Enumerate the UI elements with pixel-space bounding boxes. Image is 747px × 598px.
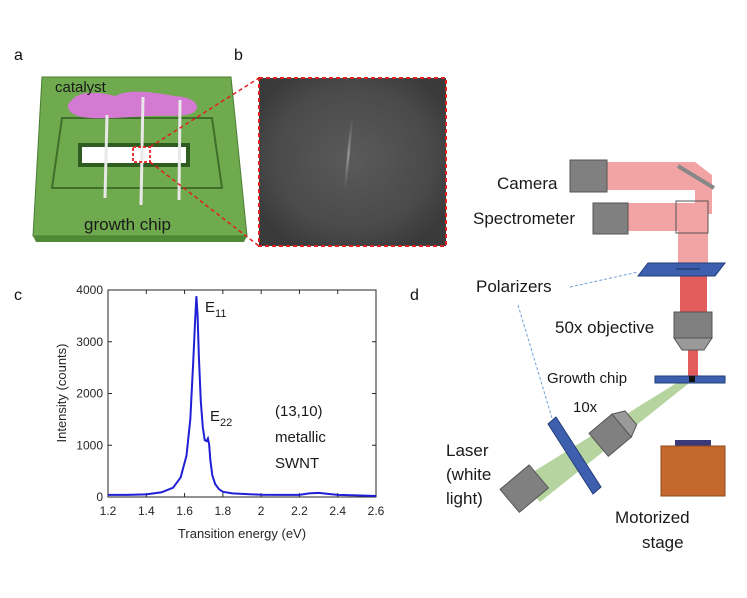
x-tick-label: 1.6 (176, 504, 193, 518)
panel-b-label: b (234, 47, 243, 64)
pointer-polarizer-top (569, 271, 639, 288)
y-axis-title: Intensity (counts) (54, 344, 69, 443)
stage-label-line1: Motorized (615, 508, 690, 527)
laser-label-line1: Laser (446, 441, 489, 460)
peak-label-e22: E22 (210, 408, 232, 429)
pointer-polarizer-bottom (517, 304, 553, 419)
catalyst-label: catalyst (55, 79, 107, 96)
polarizer-bottom (547, 416, 602, 495)
y-tick-label: 2000 (76, 387, 103, 401)
y-tick-label: 3000 (76, 335, 103, 349)
camera-body (569, 159, 608, 193)
lens-10x (588, 410, 638, 458)
camera-label: Camera (497, 174, 558, 193)
x-tick-label: 2.2 (291, 504, 308, 518)
y-tick-labels: 0 1000 2000 3000 4000 (76, 283, 103, 504)
stage-label-line2: stage (642, 533, 684, 552)
x-tick-label: 2.4 (329, 504, 346, 518)
zoom-frame (258, 77, 447, 247)
chip-side (33, 236, 247, 242)
spectrum-line (108, 296, 377, 497)
panel-a: a catalyst growth chip (14, 47, 248, 242)
x-tick-label: 1.2 (100, 504, 117, 518)
fold-mirror (676, 164, 716, 190)
nanotube (139, 96, 145, 206)
objective-tip (673, 337, 713, 351)
laser-source (499, 464, 550, 514)
laser-label-line2: (white (446, 465, 491, 484)
zoom-line-top (149, 77, 260, 148)
nanotube (177, 99, 182, 201)
y-tick-label: 1000 (76, 438, 103, 452)
panel-c-chart: c 1.2 1.4 1.6 1.8 2 2.2 2.4 2.6 0 1000 2000 3000 40… (14, 283, 385, 541)
x-tick-label: 2.6 (368, 504, 385, 518)
polarizers-label: Polarizers (476, 277, 552, 296)
vertical-beam (678, 203, 708, 271)
objective-label: 50x objective (555, 318, 654, 337)
lens-10x-label: 10x (573, 399, 598, 416)
focused-beam (688, 340, 698, 376)
objective-body (673, 311, 713, 339)
stage-body (660, 445, 726, 497)
panel-d: d Camera Spectrometer Polarizers 50x obj… (410, 159, 727, 552)
axis-ticks (107, 289, 377, 498)
spectrometer-label: Spectrometer (473, 209, 575, 228)
catalyst-region (67, 91, 198, 119)
swnt-label: SWNT (275, 455, 319, 472)
laser-label-line3: light) (446, 489, 483, 508)
x-tick-label: 2 (258, 504, 265, 518)
chirality-label: (13,10) (275, 403, 323, 420)
x-tick-label: 1.4 (138, 504, 155, 518)
darkfield-image (259, 78, 446, 246)
x-axis-title: Transition energy (eV) (178, 526, 306, 541)
spectrometer-body (592, 202, 629, 235)
zoom-line-bottom (149, 161, 260, 247)
nanotube-scattering (343, 117, 354, 191)
y-tick-label: 0 (96, 490, 103, 504)
x-tick-labels: 1.2 1.4 1.6 1.8 2 2.2 2.4 2.6 (100, 504, 385, 518)
stage-top (675, 440, 711, 447)
x-tick-label: 1.8 (215, 504, 232, 518)
panel-d-label: d (410, 287, 419, 304)
metallic-label: metallic (275, 429, 326, 446)
sample-spot (689, 376, 695, 382)
plot-frame (107, 289, 377, 498)
nanotube (103, 114, 109, 199)
beam-splitter (675, 200, 709, 234)
panel-b: b (234, 47, 447, 247)
growth-chip-label: growth chip (84, 215, 171, 234)
zoom-box (132, 146, 151, 163)
peak-label-e11: E11 (205, 299, 226, 320)
growth-chip-label-d: Growth chip (547, 370, 627, 387)
panel-c-label: c (14, 287, 22, 304)
y-tick-label: 4000 (76, 283, 103, 297)
panel-a-label: a (14, 47, 23, 64)
